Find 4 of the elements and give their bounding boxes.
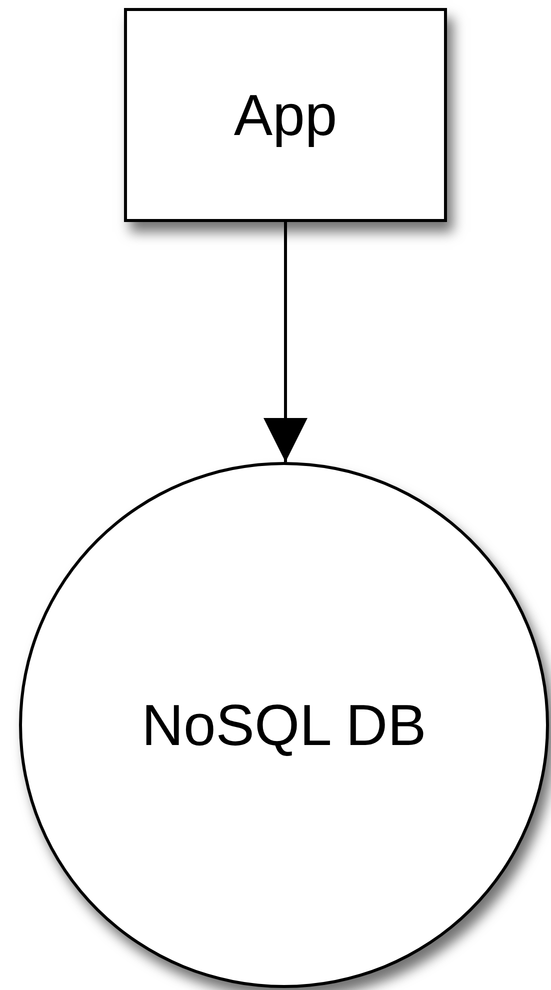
- process-box: [124, 8, 447, 222]
- node-label: App: [234, 82, 338, 148]
- arrow: [264, 222, 308, 462]
- node-label: NoSQL DB: [142, 692, 426, 758]
